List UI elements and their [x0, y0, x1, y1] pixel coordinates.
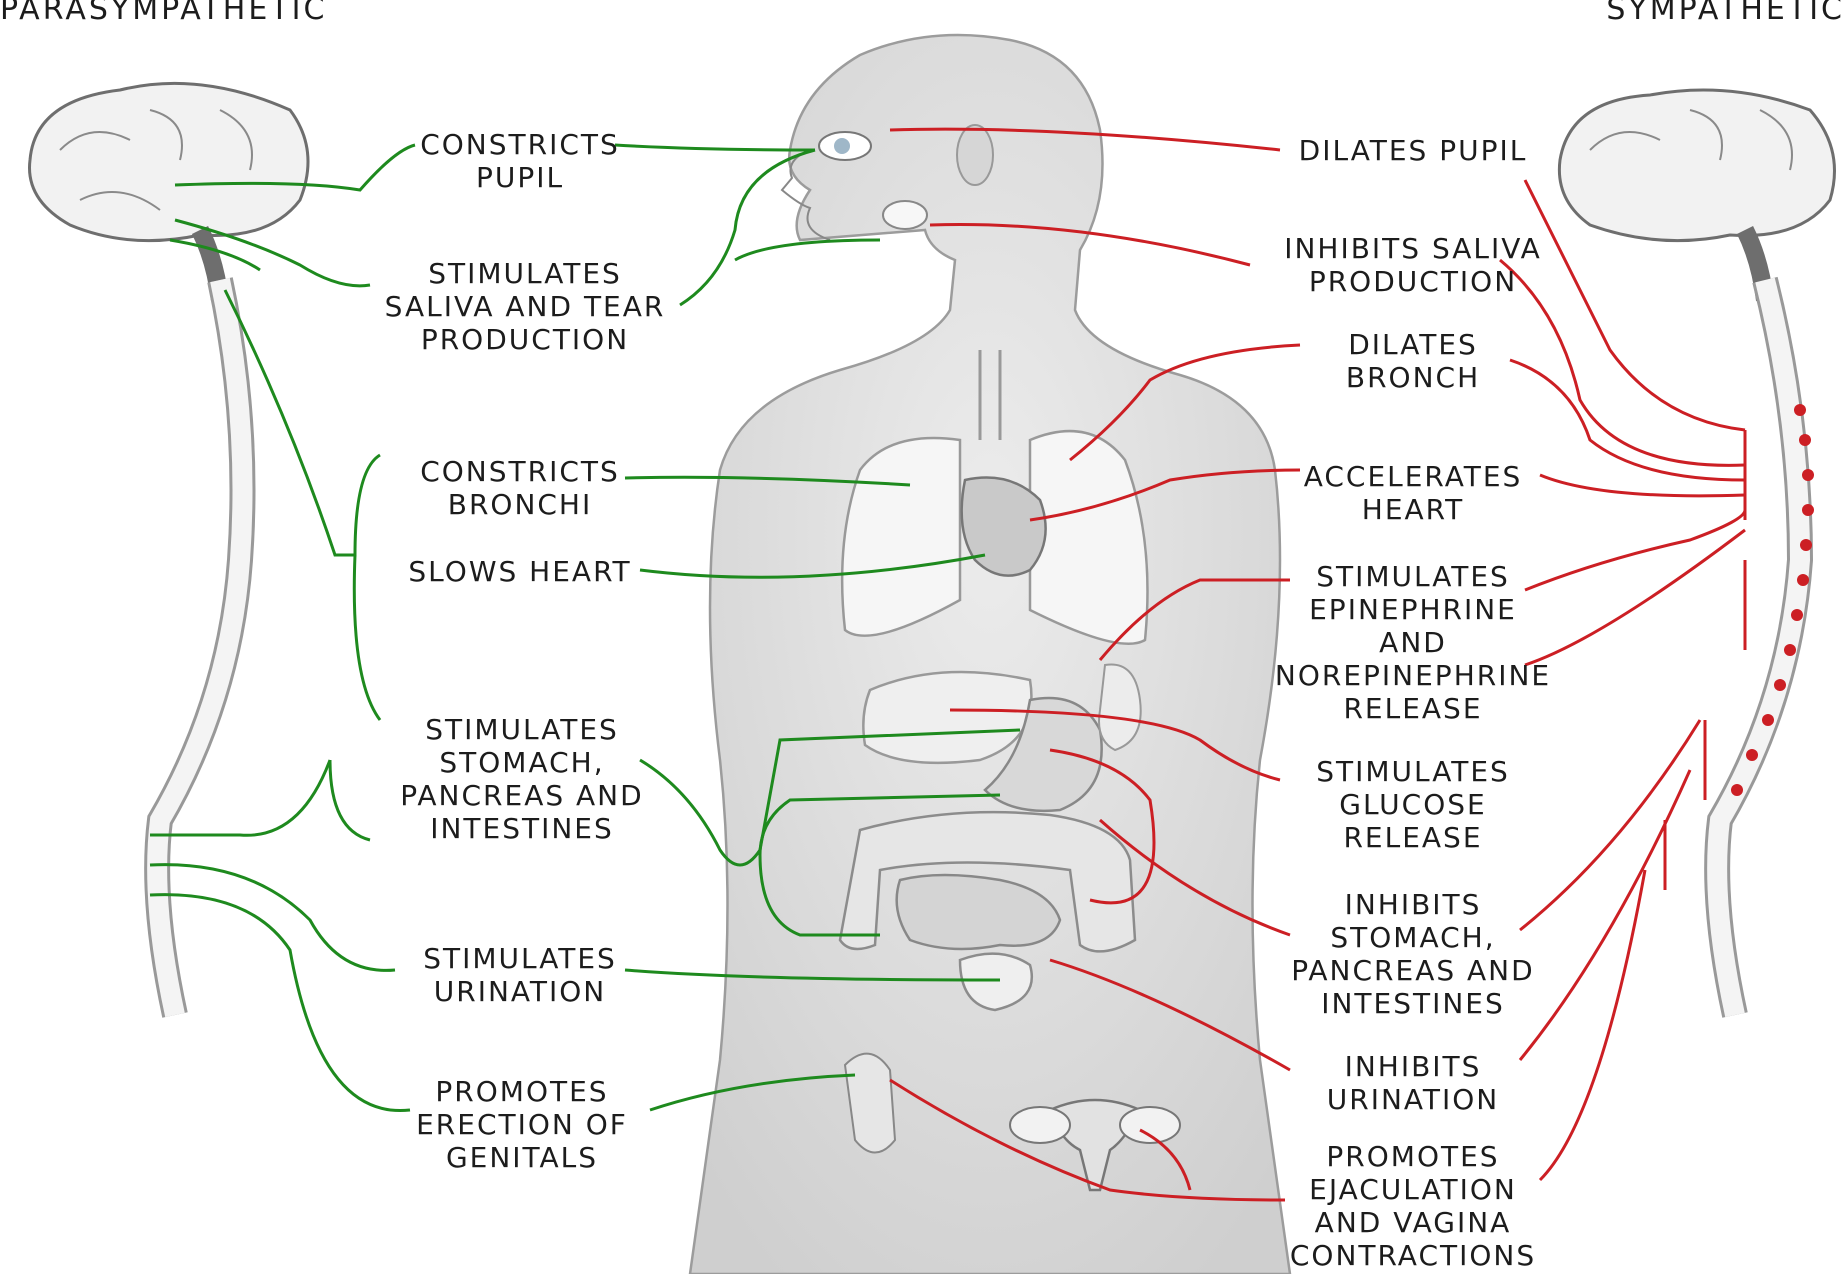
label-inhibits-saliva: INHIBITS SALIVA PRODUCTION	[1284, 232, 1542, 298]
label-stimulates-glucose: STIMULATES GLUCOSE RELEASE	[1316, 755, 1510, 854]
label-slows-heart: SLOWS HEART	[408, 555, 631, 588]
heart	[962, 478, 1046, 576]
label-stimulates-urination: STIMULATES URINATION	[423, 942, 617, 1008]
label-constricts-pupil: CONSTRICTS PUPIL	[420, 128, 620, 194]
label-promotes-ejaculation: PROMOTES EJACULATION AND VAGINA CONTRACT…	[1290, 1140, 1536, 1272]
human-body-figure	[690, 35, 1290, 1274]
sympathetic-title: SYMPATHETIC	[1606, 0, 1845, 27]
label-stimulates-epinephrine: STIMULATES EPINEPHRINE AND NOREPINEPHRIN…	[1275, 560, 1551, 725]
label-accelerates-heart: ACCELERATES HEART	[1304, 460, 1523, 526]
parasympathetic-brain-spine	[30, 83, 309, 1015]
label-dilates-pupil: DILATES PUPIL	[1299, 134, 1528, 167]
label-promotes-erection: PROMOTES ERECTION OF GENITALS	[416, 1075, 628, 1174]
iris	[834, 138, 850, 154]
left-brain	[30, 83, 309, 240]
ear	[957, 125, 993, 185]
right-ovary	[1120, 1107, 1180, 1143]
label-inhibits-stomach: INHIBITS STOMACH, PANCREAS AND INTESTINE…	[1291, 888, 1534, 1020]
left-ovary	[1010, 1107, 1070, 1143]
label-inhibits-urination: INHIBITS URINATION	[1327, 1050, 1499, 1116]
label-dilates-bronch: DILATES BRONCH	[1346, 328, 1480, 394]
parasympathetic-title: PARASYMPATHETIC	[0, 0, 327, 27]
torso	[690, 35, 1290, 1274]
label-constricts-bronchi: CONSTRICTS BRONCHI	[420, 455, 620, 521]
sympathetic-brain-spine	[1559, 90, 1834, 1015]
label-stimulates-stomach: STIMULATES STOMACH, PANCREAS AND INTESTI…	[400, 713, 643, 845]
salivary-gland	[883, 201, 927, 229]
label-stimulates-saliva-tear: STIMULATES SALIVA AND TEAR PRODUCTION	[385, 257, 666, 356]
